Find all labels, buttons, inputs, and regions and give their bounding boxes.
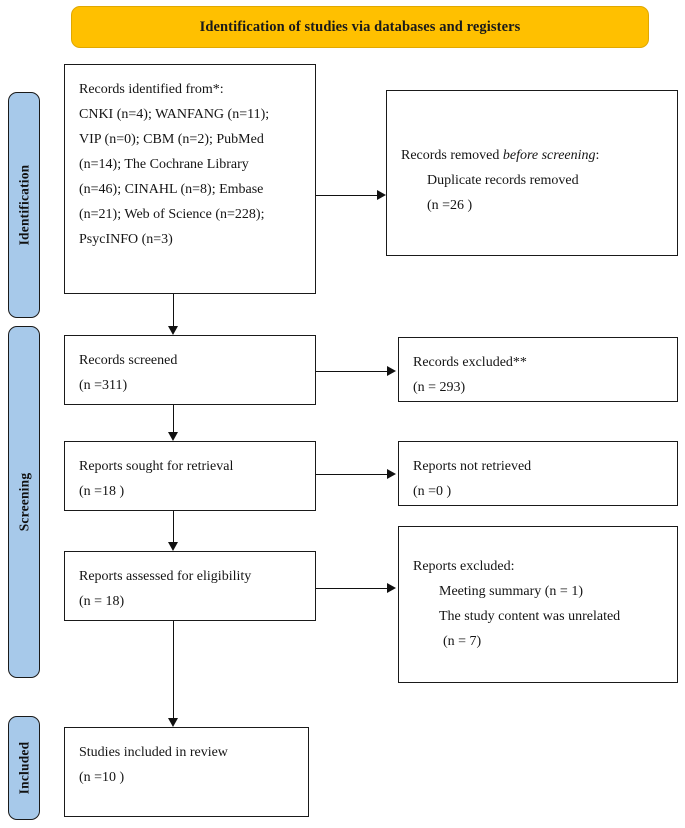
arrowhead-down-to-assessed — [168, 542, 178, 551]
arrowhead-right-to-removed — [377, 190, 386, 200]
records-removed-line-1: Duplicate records removed — [427, 173, 579, 188]
connector-screened-to-excluded — [316, 371, 388, 372]
reports-not-retrieved-line-2: (n =0 ) — [413, 484, 452, 499]
records-screened-line-1: Records screened — [79, 353, 178, 368]
records-excluded-line-2: (n = 293) — [413, 380, 466, 395]
connector-assessed-to-reports-excluded — [316, 588, 388, 589]
arrowhead-right-to-excluded — [387, 366, 396, 376]
records-excluded-line-1: Records excluded** — [413, 355, 527, 370]
arrowhead-right-to-reports-excluded — [387, 583, 396, 593]
box-reports-not-retrieved: Reports not retrieved (n =0 ) — [398, 441, 678, 506]
reports-excluded-line-3: (n = 7) — [443, 634, 482, 649]
records-removed-heading-colon: : — [595, 148, 600, 163]
box-reports-sought: Reports sought for retrieval (n =18 ) — [64, 441, 316, 511]
reports-sought-line-1: Reports sought for retrieval — [79, 459, 234, 474]
connector-screened-to-sought — [173, 405, 174, 432]
box-reports-assessed: Reports assessed for eligibility (n = 18… — [64, 551, 316, 621]
box-records-identified: Records identified from*: CNKI (n=4); WA… — [64, 64, 316, 294]
stage-label-screening: Screening — [16, 472, 31, 532]
diagram-header-title: Identification of studies via databases … — [199, 18, 521, 35]
connector-identified-to-removed — [316, 195, 378, 196]
box-records-removed: Records removed before screening: Duplic… — [386, 90, 678, 256]
box-records-excluded: Records excluded** (n = 293) — [398, 337, 678, 402]
records-identified-line-3: (n=14); The Cochrane Library — [79, 157, 249, 172]
records-identified-line-6: PsycINFO (n=3) — [79, 232, 173, 247]
stage-bar-included: Included — [8, 716, 40, 820]
box-reports-excluded: Reports excluded: Meeting summary (n = 1… — [398, 526, 678, 683]
records-removed-line-2: (n =26 ) — [427, 198, 473, 213]
stage-bar-screening: Screening — [8, 326, 40, 678]
records-removed-heading-italic: before screening — [502, 148, 596, 163]
arrowhead-down-to-screened — [168, 326, 178, 335]
arrowhead-down-to-included — [168, 718, 178, 727]
connector-assessed-to-included — [173, 621, 174, 718]
reports-sought-line-2: (n =18 ) — [79, 484, 125, 499]
connector-sought-to-assessed — [173, 511, 174, 542]
reports-excluded-line-2: The study content was unrelated — [439, 609, 621, 624]
studies-included-line-1: Studies included in review — [79, 745, 228, 760]
stage-bar-identification: Identification — [8, 92, 40, 318]
box-studies-included: Studies included in review (n =10 ) — [64, 727, 309, 817]
reports-assessed-line-2: (n = 18) — [79, 594, 125, 609]
records-screened-line-2: (n =311) — [79, 378, 128, 393]
records-removed-heading: Records removed before screening: — [401, 143, 663, 168]
records-identified-line-2: VIP (n=0); CBM (n=2); PubMed — [79, 132, 264, 147]
reports-excluded-heading: Reports excluded: — [413, 559, 515, 574]
reports-not-retrieved-line-1: Reports not retrieved — [413, 459, 532, 474]
reports-excluded-line-1: Meeting summary (n = 1) — [439, 584, 583, 599]
studies-included-line-2: (n =10 ) — [79, 770, 125, 785]
connector-identified-to-screened — [173, 294, 174, 327]
diagram-header-banner: Identification of studies via databases … — [71, 6, 649, 48]
stage-label-identification: Identification — [16, 164, 31, 246]
records-identified-line-1: CNKI (n=4); WANFANG (n=11); — [79, 107, 270, 122]
records-removed-heading-plain: Records removed — [401, 148, 503, 163]
records-identified-line-4: (n=46); CINAHL (n=8); Embase — [79, 182, 264, 197]
reports-assessed-line-1: Reports assessed for eligibility — [79, 569, 252, 584]
arrowhead-down-to-sought — [168, 432, 178, 441]
box-records-screened: Records screened (n =311) — [64, 335, 316, 405]
arrowhead-right-to-not-retrieved — [387, 469, 396, 479]
connector-sought-to-not-retrieved — [316, 474, 388, 475]
stage-label-included: Included — [16, 741, 31, 795]
records-identified-heading: Records identified from*: — [79, 82, 224, 97]
records-identified-line-5: (n=21); Web of Science (n=228); — [79, 207, 265, 222]
